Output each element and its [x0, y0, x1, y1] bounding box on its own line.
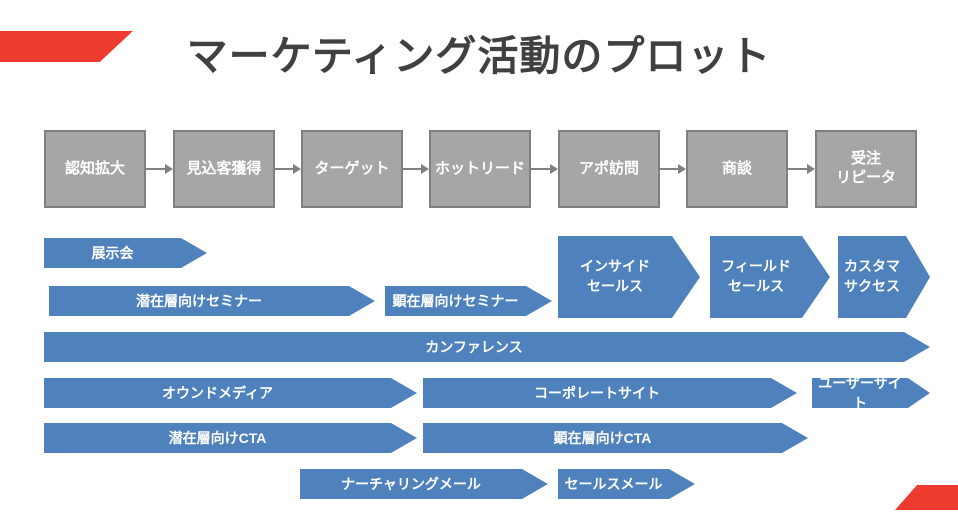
- funnel-stage-target: ターゲット: [301, 130, 403, 208]
- activity-arrow-seminar-evident: 顕在層向けセミナー: [385, 286, 552, 316]
- stage-connector-arrow-icon: [788, 164, 815, 174]
- stage-connector-arrow-icon: [275, 164, 301, 174]
- activity-arrow-exhibition: 展示会: [44, 238, 207, 268]
- page-title: マーケティング活動のプロット: [186, 33, 772, 79]
- funnel-stage-order-repeater: 受注 リピータ: [815, 130, 917, 208]
- activity-arrow-cta-latent: 潜在層向けCTA: [44, 423, 417, 453]
- activity-arrow-owned-media: オウンドメディア: [44, 378, 417, 408]
- activity-arrow-inside-sales: インサイド セールス: [558, 236, 700, 318]
- activity-arrow-customer-success: カスタマ サクセス: [838, 236, 930, 318]
- funnel-stage-negotiation: 商談: [686, 130, 788, 208]
- funnel-stage-hot-lead: ホットリード: [429, 130, 531, 208]
- red-corner-decoration-bottom-right: [895, 485, 958, 510]
- activity-arrow-sales-mail: セールスメール: [558, 469, 695, 499]
- activity-arrow-user-site: ユーザーサイト: [812, 378, 930, 408]
- activity-arrow-seminar-latent: 潜在層向けセミナー: [49, 286, 375, 316]
- stage-connector-arrow-icon: [146, 164, 173, 174]
- activity-arrow-conference: カンファレンス: [44, 332, 930, 362]
- funnel-stage-appointment: アポ訪問: [558, 130, 660, 208]
- activity-arrow-field-sales: フィールド セールス: [710, 236, 830, 318]
- activity-arrow-corporate-site: コーポレートサイト: [423, 378, 797, 408]
- stage-connector-arrow-icon: [531, 164, 558, 174]
- activity-arrow-cta-evident: 顕在層向けCTA: [423, 423, 808, 453]
- stage-connector-arrow-icon: [403, 164, 429, 174]
- funnel-stage-awareness: 認知拡大: [44, 130, 146, 208]
- stage-connector-arrow-icon: [660, 164, 686, 174]
- activity-arrow-nurturing-mail: ナーチャリングメール: [300, 469, 548, 499]
- funnel-stage-lead-capture: 見込客獲得: [173, 130, 275, 208]
